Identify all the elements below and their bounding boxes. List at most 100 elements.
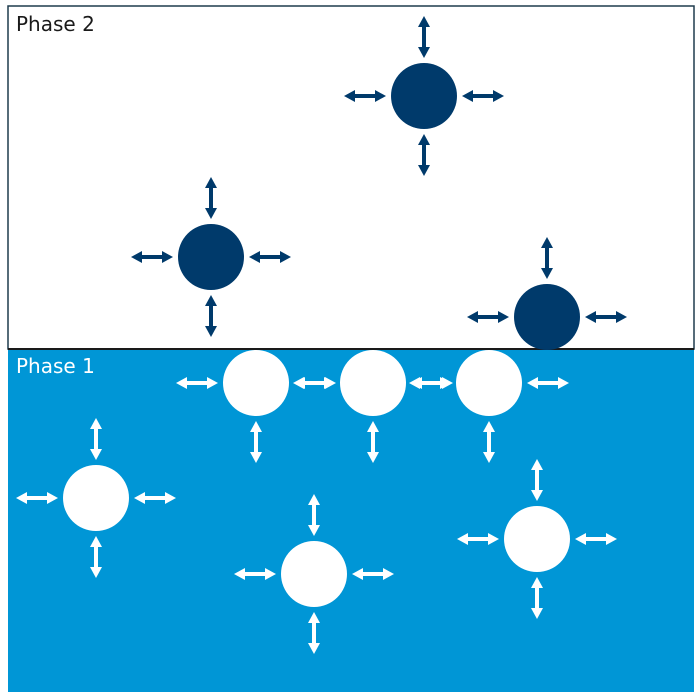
double-arrow-icon bbox=[344, 90, 386, 102]
double-arrow-icon bbox=[352, 568, 394, 580]
arrow-head bbox=[90, 449, 102, 460]
arrow-head bbox=[205, 295, 217, 306]
arrow-head bbox=[418, 165, 430, 176]
double-arrow-icon bbox=[527, 377, 569, 389]
arrow-head bbox=[467, 311, 478, 323]
arrow-head bbox=[280, 251, 291, 263]
particle-circle bbox=[63, 465, 129, 531]
double-arrow-icon bbox=[531, 577, 543, 619]
particle-circle bbox=[223, 350, 289, 416]
arrow-head bbox=[249, 251, 260, 263]
arrow-head bbox=[457, 533, 468, 545]
particle-circle bbox=[391, 63, 457, 129]
arrow-head bbox=[205, 208, 217, 219]
arrow-head bbox=[483, 421, 495, 432]
arrow-head bbox=[483, 452, 495, 463]
double-arrow-icon bbox=[90, 536, 102, 578]
arrow-head bbox=[375, 90, 386, 102]
double-arrow-icon bbox=[462, 90, 504, 102]
arrow-head bbox=[131, 251, 142, 263]
arrow-head bbox=[383, 568, 394, 580]
particle-circle bbox=[178, 224, 244, 290]
arrow-head bbox=[250, 452, 262, 463]
double-arrow-icon bbox=[585, 311, 627, 323]
phase-1-particle bbox=[16, 418, 176, 578]
phase-2-particle bbox=[344, 16, 504, 176]
arrow-head bbox=[575, 533, 586, 545]
double-arrow-icon bbox=[131, 251, 173, 263]
arrow-head bbox=[498, 311, 509, 323]
phase-1-label: Phase 1 bbox=[16, 354, 95, 378]
arrow-head bbox=[47, 492, 58, 504]
arrow-head bbox=[418, 16, 430, 27]
phase-1-particle bbox=[409, 350, 569, 463]
double-arrow-icon bbox=[250, 421, 262, 463]
double-arrow-icon bbox=[418, 134, 430, 176]
arrow-head bbox=[324, 377, 335, 389]
double-arrow-icon bbox=[409, 377, 451, 389]
double-arrow-icon bbox=[16, 492, 58, 504]
double-arrow-icon bbox=[418, 16, 430, 58]
double-arrow-icon bbox=[531, 459, 543, 501]
phase-2-label: Phase 2 bbox=[16, 12, 95, 36]
double-arrow-icon bbox=[134, 492, 176, 504]
phase-2-particle bbox=[131, 177, 291, 337]
double-arrow-icon bbox=[541, 237, 553, 279]
arrow-head bbox=[344, 90, 355, 102]
arrow-head bbox=[90, 536, 102, 547]
double-arrow-icon bbox=[293, 377, 335, 389]
double-arrow-icon bbox=[176, 377, 218, 389]
arrow-head bbox=[265, 568, 276, 580]
arrow-head bbox=[418, 134, 430, 145]
double-arrow-icon bbox=[308, 494, 320, 536]
arrow-head bbox=[462, 90, 473, 102]
arrow-head bbox=[541, 237, 553, 248]
particle-circle bbox=[514, 284, 580, 350]
double-arrow-icon bbox=[308, 612, 320, 654]
arrow-head bbox=[308, 612, 320, 623]
arrow-head bbox=[606, 533, 617, 545]
double-arrow-icon bbox=[575, 533, 617, 545]
particle-circle bbox=[456, 350, 522, 416]
phase-1-particle bbox=[457, 459, 617, 619]
arrow-head bbox=[409, 377, 420, 389]
particle-circle bbox=[340, 350, 406, 416]
arrow-head bbox=[308, 494, 320, 505]
arrow-head bbox=[90, 567, 102, 578]
arrow-head bbox=[250, 421, 262, 432]
arrow-head bbox=[531, 577, 543, 588]
arrow-head bbox=[207, 377, 218, 389]
phase-2-region bbox=[7, 5, 695, 350]
double-arrow-icon bbox=[205, 295, 217, 337]
arrow-head bbox=[234, 568, 245, 580]
double-arrow-icon bbox=[234, 568, 276, 580]
double-arrow-icon bbox=[483, 421, 495, 463]
arrow-head bbox=[585, 311, 596, 323]
arrow-head bbox=[440, 377, 451, 389]
phase-2-particle bbox=[467, 237, 627, 350]
arrow-head bbox=[16, 492, 27, 504]
arrow-head bbox=[90, 418, 102, 429]
arrow-head bbox=[531, 490, 543, 501]
particle-circle bbox=[281, 541, 347, 607]
arrow-head bbox=[616, 311, 627, 323]
arrow-head bbox=[205, 177, 217, 188]
arrow-head bbox=[541, 268, 553, 279]
arrow-head bbox=[531, 459, 543, 470]
double-arrow-icon bbox=[249, 251, 291, 263]
double-arrow-icon bbox=[457, 533, 499, 545]
arrow-head bbox=[531, 608, 543, 619]
arrow-head bbox=[527, 377, 538, 389]
arrow-head bbox=[558, 377, 569, 389]
double-arrow-icon bbox=[90, 418, 102, 460]
particle-group bbox=[16, 16, 627, 654]
arrow-head bbox=[176, 377, 187, 389]
arrow-head bbox=[367, 421, 379, 432]
arrow-head bbox=[352, 568, 363, 580]
double-arrow-icon bbox=[367, 421, 379, 463]
arrow-head bbox=[308, 643, 320, 654]
phase-1-particle bbox=[234, 494, 394, 654]
arrow-head bbox=[205, 326, 217, 337]
double-arrow-icon bbox=[467, 311, 509, 323]
